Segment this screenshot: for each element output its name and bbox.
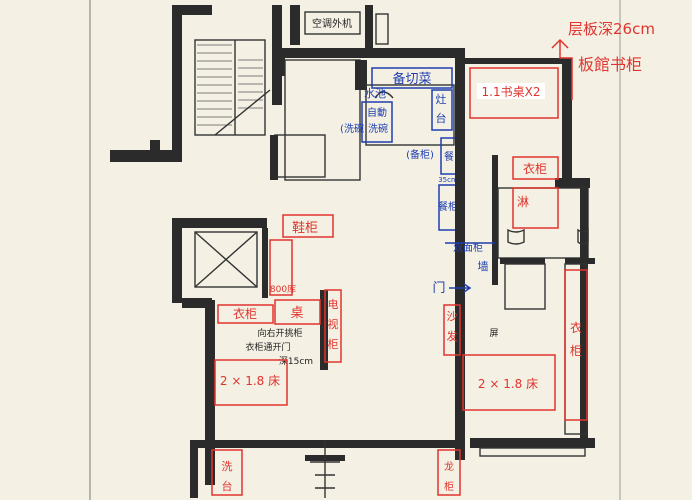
sofa-label-1: 沙 (447, 310, 458, 323)
storage-800-label: 800库 (270, 283, 296, 295)
cabinet-left-v1: 电 (328, 298, 339, 311)
bed-left-label: 2 × 1.8 床 (220, 374, 280, 388)
sofa-label-2: 发 (447, 329, 458, 343)
stove-top: 灶 (436, 93, 447, 106)
storage-note-2: 衣柜通开门 (245, 341, 290, 353)
screen-label: 屏 (489, 328, 498, 339)
cabinet-left-v3: 柜 (328, 338, 339, 351)
kitchen-walls (270, 48, 465, 181)
storage-note-3: 深15cm (279, 356, 313, 367)
ac-unit-block: 空调外机 (290, 5, 389, 50)
double-side-cabinet-label: 双面柜 (453, 241, 483, 254)
stairwell (110, 5, 282, 162)
bath-bottom-2: 柜 (444, 480, 454, 493)
dishwasher-mid: 洗碗 (368, 122, 388, 135)
kitchen-annotations: 备切菜 水池 自動 洗碗 (洗碗 灶 台 (备柜) 餐 35cm 餐柜 (340, 67, 458, 231)
wall-piece-label: 墙 (478, 259, 489, 273)
shower-label: 淋 (517, 195, 529, 209)
ac-unit-label: 空调外机 (312, 17, 352, 30)
washbasin-label: 台 (222, 479, 233, 493)
wardrobe-right-top-label: 衣柜 (523, 161, 547, 176)
desk-left-label: 桌 (290, 306, 303, 321)
left-lower-walls (172, 218, 460, 498)
laundry-label-1: 洗 (222, 460, 233, 473)
dishwasher-top: 自動 (367, 106, 387, 119)
stove-bottom: 台 (436, 111, 447, 125)
bath-bottom-1: 龙 (444, 460, 454, 473)
slab-depth-note: 层板深26cm (568, 20, 655, 38)
storage-note-1: 向右开挑柜 (257, 327, 302, 339)
toilet-symbol (310, 440, 340, 498)
cabinet-width: 35cm (438, 176, 458, 184)
bed-right-label: 2 × 1.8 床 (478, 377, 538, 391)
dining-side-label: 餐柜 (438, 200, 458, 213)
dishwasher-left: (洗碗 (340, 122, 364, 135)
side-cabinet-label: (备柜) (406, 148, 434, 161)
cabinet-left-v2: 视 (328, 317, 339, 331)
wardrobe-right-1: 衣 (570, 320, 582, 335)
study-desk-label: 1.1书桌X2 (482, 85, 541, 99)
side-bracket-label: 餐 (444, 150, 454, 163)
wardrobe-left-label: 衣柜 (233, 306, 257, 321)
left-bedroom-furniture: 鞋柜 800库 衣柜 桌 电 视 柜 向右开挑柜 衣柜通开门 深15cm 2 ×… (211, 214, 461, 498)
panel-cabinet-note: 板館书柜 (578, 55, 642, 74)
door-label: 门 (432, 281, 445, 296)
sink-label: 水池 (364, 87, 386, 100)
handwritten-notes: 层板深26cm 板館书柜 (551, 20, 655, 100)
wardrobe-right-2: 柜 (570, 344, 582, 358)
right-bedroom: 沙 发 屏 2 × 1.8 床 衣 柜 (443, 269, 595, 457)
prep-label: 备切菜 (392, 71, 431, 87)
study-furniture: 1.1书桌X2 衣柜 淋 (469, 67, 589, 245)
shoe-cabinet-label: 鞋柜 (292, 220, 318, 236)
hallway-annotations: 双面柜 墙 门 (432, 241, 495, 296)
